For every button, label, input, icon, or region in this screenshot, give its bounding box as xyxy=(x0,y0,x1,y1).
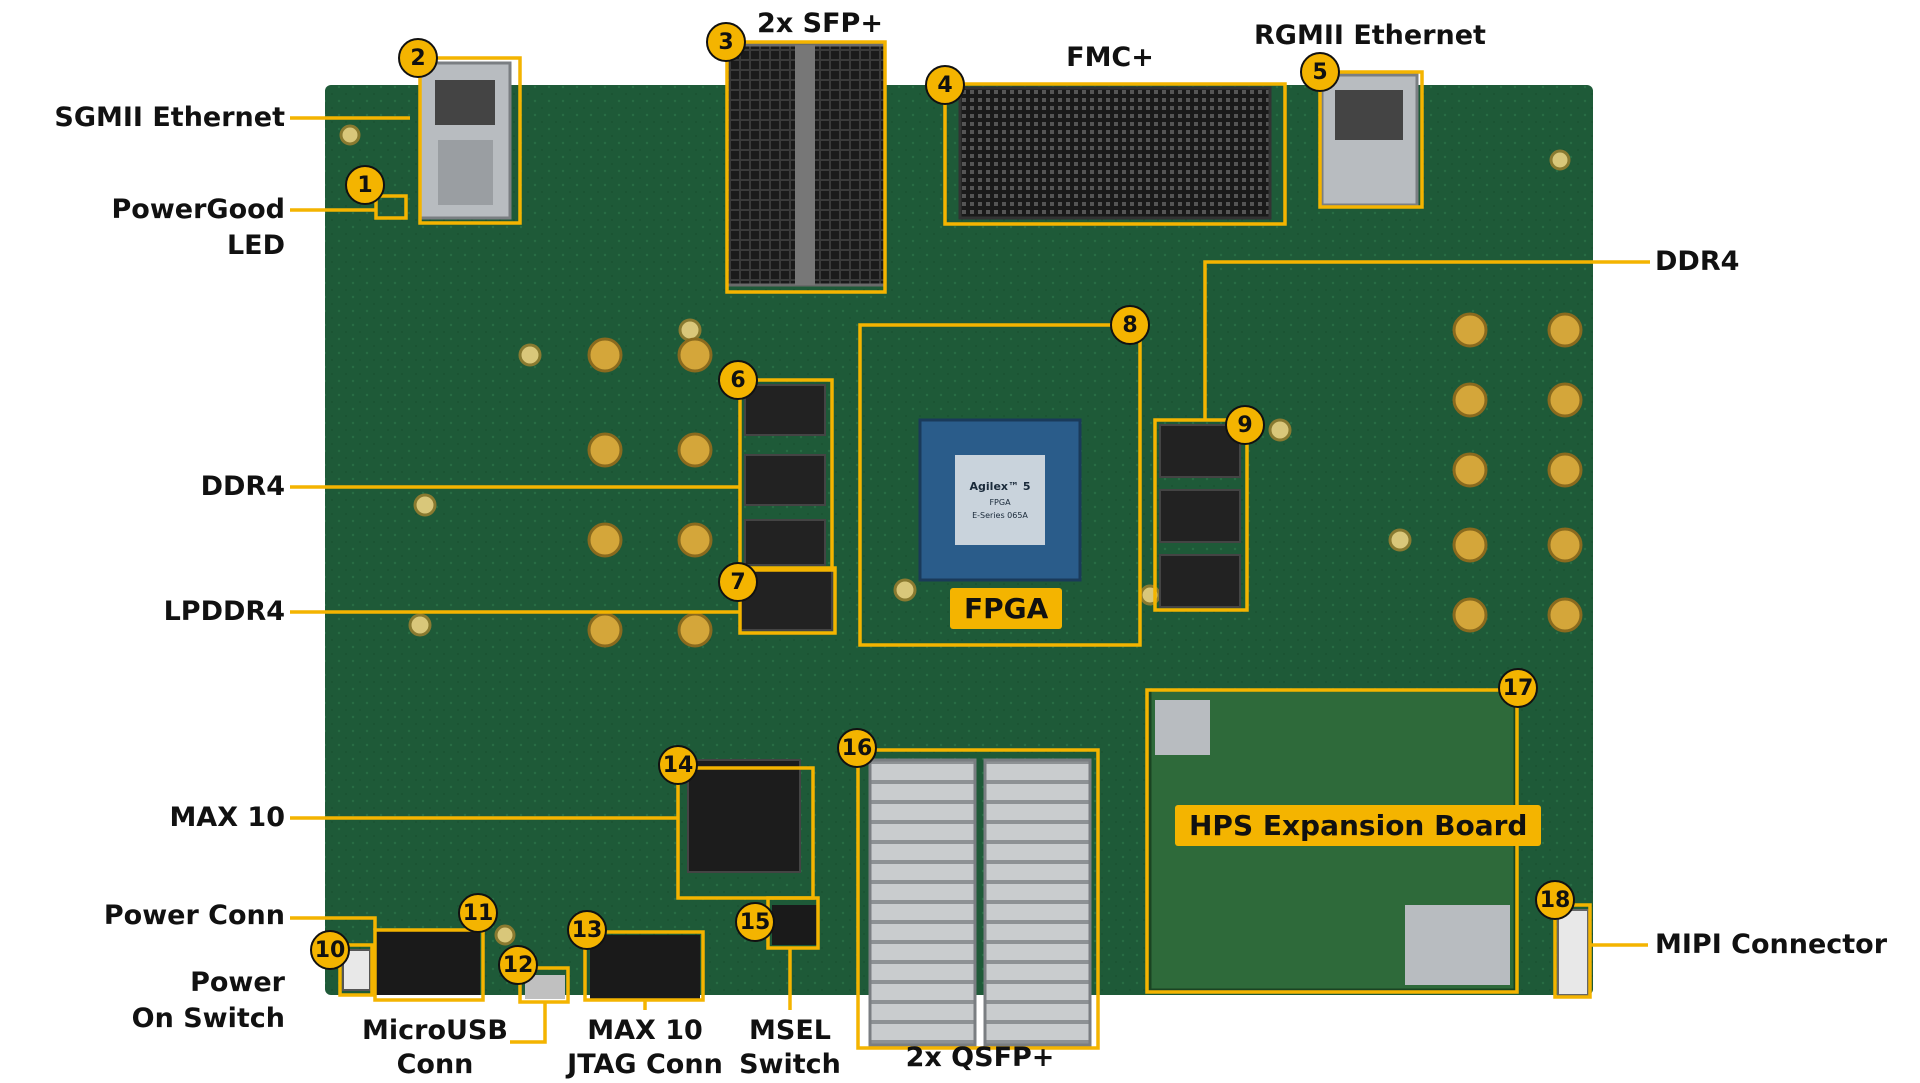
label-rgmii-ethernet: RGMII Ethernet xyxy=(1254,20,1486,51)
callout-badge-14: 14 xyxy=(658,745,698,785)
callout-overlays xyxy=(290,40,1650,1050)
callout-badge-7: 7 xyxy=(718,562,758,602)
label-microusb-line2: Conn xyxy=(396,1049,474,1080)
callout-badge-6: 6 xyxy=(718,360,758,400)
label-mipi-connector: MIPI Connector xyxy=(1655,929,1888,960)
label-microusb-line1: MicroUSB xyxy=(362,1015,508,1046)
label-power-switch-line1: Power xyxy=(190,967,285,998)
label-sfp: 2x SFP+ xyxy=(757,8,883,39)
callout-badge-1: 1 xyxy=(345,165,385,205)
label-jtag-line2: JTAG Conn xyxy=(567,1049,723,1080)
callout-badge-4: 4 xyxy=(925,65,965,105)
hps-expansion-label: HPS Expansion Board xyxy=(1175,805,1542,846)
callout-badge-5: 5 xyxy=(1300,52,1340,92)
label-powergood-line1: PowerGood xyxy=(111,194,286,225)
max10-chip xyxy=(687,759,801,873)
chip-text-3: E-Series 065A xyxy=(972,511,1028,520)
callout-badge-13: 13 xyxy=(567,910,607,950)
msel-shape xyxy=(772,905,817,945)
label-powergood-line2: LED xyxy=(226,230,285,261)
sma-connectors-right xyxy=(1452,312,1583,633)
callout-badge-11: 11 xyxy=(458,893,498,933)
sma-connectors-left xyxy=(587,337,713,648)
label-msel-line2: Switch xyxy=(739,1049,841,1080)
ddr4-right-chips xyxy=(1159,424,1241,608)
label-sgmii-ethernet: SGMII Ethernet xyxy=(54,102,285,133)
callout-badge-2: 2 xyxy=(398,38,438,78)
fmc-connector xyxy=(958,86,1272,220)
label-max10: MAX 10 xyxy=(169,802,285,833)
callout-badge-12: 12 xyxy=(498,945,538,985)
callout-badge-8: 8 xyxy=(1110,305,1150,345)
callout-badge-9: 9 xyxy=(1225,405,1265,445)
chip-text-2: FPGA xyxy=(989,498,1011,507)
label-power-switch-line2: On Switch xyxy=(131,1003,285,1034)
label-jtag-line1: MAX 10 xyxy=(587,1015,703,1046)
callout-badge-10: 10 xyxy=(310,930,350,970)
qsfp-cage-2 xyxy=(983,758,1092,1047)
power-conn-shape xyxy=(375,930,480,995)
ddr4-left-chips xyxy=(744,384,826,566)
jtag-shape xyxy=(590,935,700,1000)
callout-badge-17: 17 xyxy=(1498,668,1538,708)
callout-badge-16: 16 xyxy=(837,728,877,768)
label-ddr4-right: DDR4 xyxy=(1655,246,1740,277)
qsfp-cage-1 xyxy=(868,758,977,1047)
label-fmc: FMC+ xyxy=(1066,42,1154,73)
label-power-conn: Power Conn xyxy=(103,900,285,931)
fpga-label: FPGA xyxy=(950,588,1063,629)
label-ddr4-left: DDR4 xyxy=(200,471,285,502)
callout-badge-15: 15 xyxy=(735,902,775,942)
mipi-connector-shape xyxy=(1557,909,1589,996)
label-msel-line1: MSEL xyxy=(749,1015,831,1046)
callout-badge-3: 3 xyxy=(706,22,746,62)
callout-badge-18: 18 xyxy=(1535,880,1575,920)
label-qsfp: 2x QSFP+ xyxy=(905,1042,1055,1073)
chip-text-1: Agilex™ 5 xyxy=(970,480,1031,493)
label-lpddr4: LPDDR4 xyxy=(163,596,285,627)
